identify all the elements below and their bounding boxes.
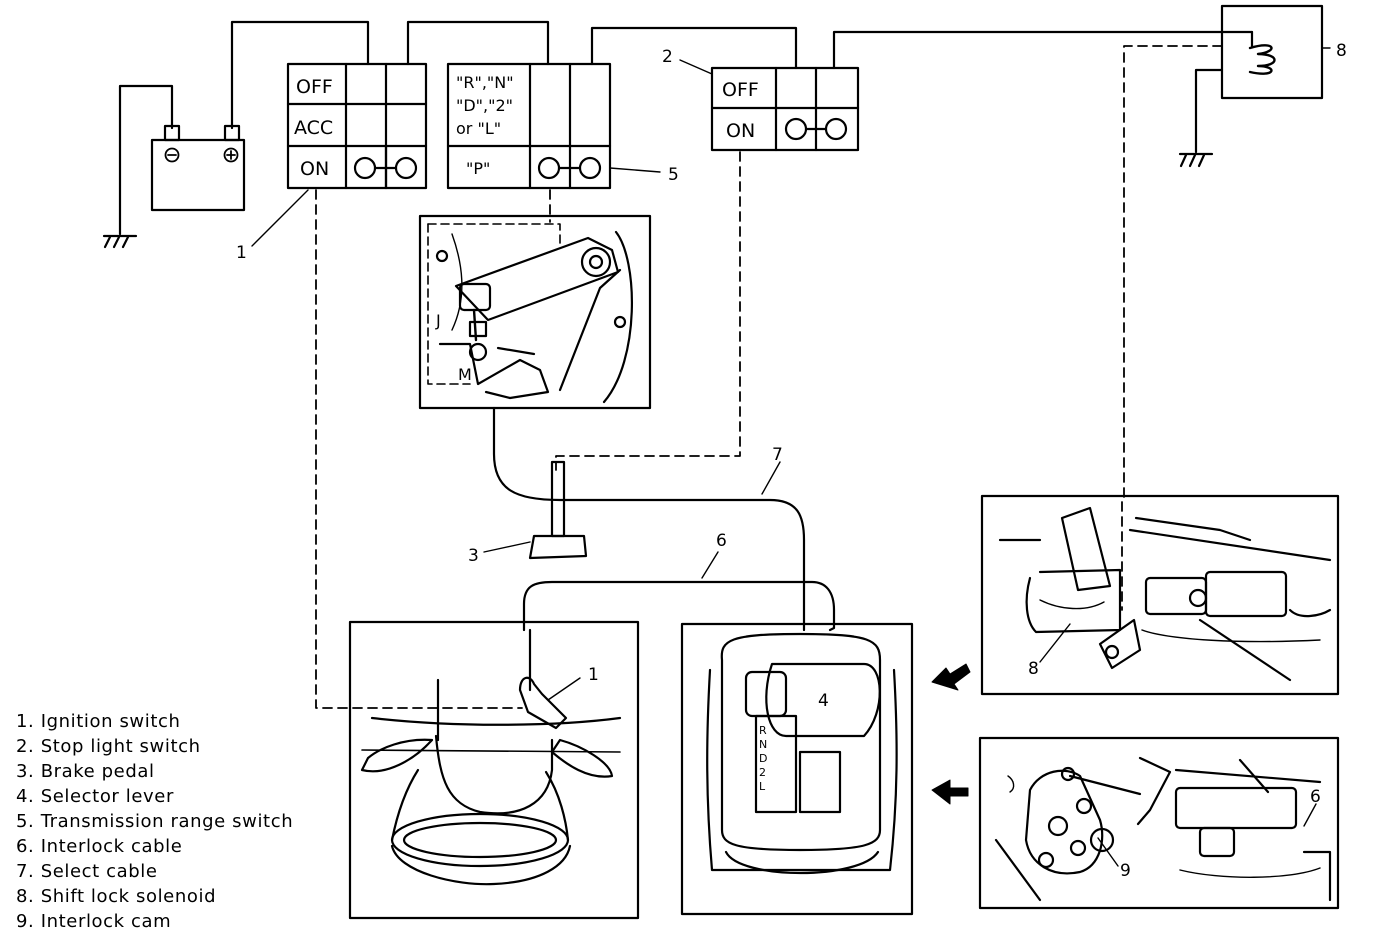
callout-interlock-cable: 6 — [716, 531, 727, 551]
stop-light-off-label: OFF — [722, 79, 759, 101]
legend-item: 1. Ignition switch — [16, 711, 181, 732]
callout-brake-pedal: 3 — [468, 546, 479, 566]
callout-ignition: 1 — [236, 243, 247, 263]
ignition-off-label: OFF — [296, 76, 333, 98]
steering-column-detail — [348, 620, 640, 920]
ignition-on-label: ON — [300, 158, 329, 180]
callout-numbers: 1 2 5 3 8 7 6 1 4 8 9 6 — [236, 41, 1347, 881]
interlock-cable — [522, 580, 836, 632]
callout-cable-detail: 6 — [1310, 787, 1321, 807]
range-p-label: "P" — [466, 159, 490, 178]
shift-lock-solenoid — [1220, 4, 1324, 100]
callout-select-cable: 7 — [772, 445, 783, 465]
range-detail-label-j: J — [435, 311, 441, 330]
legend-item: 7. Select cable — [16, 861, 158, 882]
switch-labels: OFF ACC ON "R","N" "D","2" or "L" "P" OF… — [294, 73, 759, 180]
ignition-switch — [286, 62, 428, 190]
gate-position-d: D — [759, 752, 767, 765]
range-l-label: or "L" — [456, 119, 501, 138]
callout-leaders — [251, 47, 1331, 867]
pointer-arrow-icon — [931, 663, 971, 691]
legend-item: 4. Selector lever — [16, 786, 174, 807]
callout-solenoid-detail: 8 — [1028, 659, 1039, 679]
shift-gate-detail: R N D 2 L — [680, 622, 914, 916]
pointer-arrow-icon — [931, 779, 969, 805]
select-cable — [492, 406, 806, 632]
wiring-harness — [118, 20, 1224, 236]
solenoid-coil-icon — [1220, 30, 1276, 75]
transmission-range-switch — [446, 62, 612, 190]
ground-icon — [102, 234, 138, 249]
callout-ignition-detail: 1 — [588, 665, 599, 685]
callout-interlock-cam: 9 — [1120, 861, 1131, 881]
legend-item: 6. Interlock cable — [16, 836, 182, 857]
solenoid-detail — [980, 494, 1340, 696]
legend-item: 8. Shift lock solenoid — [16, 886, 216, 907]
gate-position-l: L — [759, 780, 766, 793]
range-detail-label-m: M — [458, 365, 472, 384]
legend: 1. Ignition switch 2. Stop light switch … — [16, 711, 293, 932]
interlock-cam-detail — [978, 736, 1340, 910]
range-rn-label: "R","N" — [456, 73, 514, 92]
gate-positions: R N D 2 L — [759, 724, 767, 793]
gate-position-r: R — [759, 724, 767, 737]
ignition-acc-label: ACC — [294, 117, 333, 139]
legend-item: 9. Interlock cam — [16, 911, 171, 932]
callout-selector-lever: 4 — [818, 691, 829, 711]
brake-pedal — [528, 460, 588, 560]
gate-position-2: 2 — [759, 766, 766, 779]
legend-item: 3. Brake pedal — [16, 761, 155, 782]
range-switch-detail: J M — [418, 214, 652, 410]
gate-position-n: N — [759, 738, 767, 751]
stop-light-switch — [710, 66, 860, 152]
ground-icon — [1178, 152, 1214, 168]
legend-item: 5. Transmission range switch — [16, 811, 293, 832]
battery-icon — [150, 124, 246, 212]
legend-item: 2. Stop light switch — [16, 736, 201, 757]
range-d2-label: "D","2" — [456, 96, 513, 115]
callout-stop-light: 2 — [662, 47, 673, 67]
callout-solenoid: 8 — [1336, 41, 1347, 61]
callout-range-switch: 5 — [668, 165, 679, 185]
stop-light-on-label: ON — [726, 120, 755, 142]
